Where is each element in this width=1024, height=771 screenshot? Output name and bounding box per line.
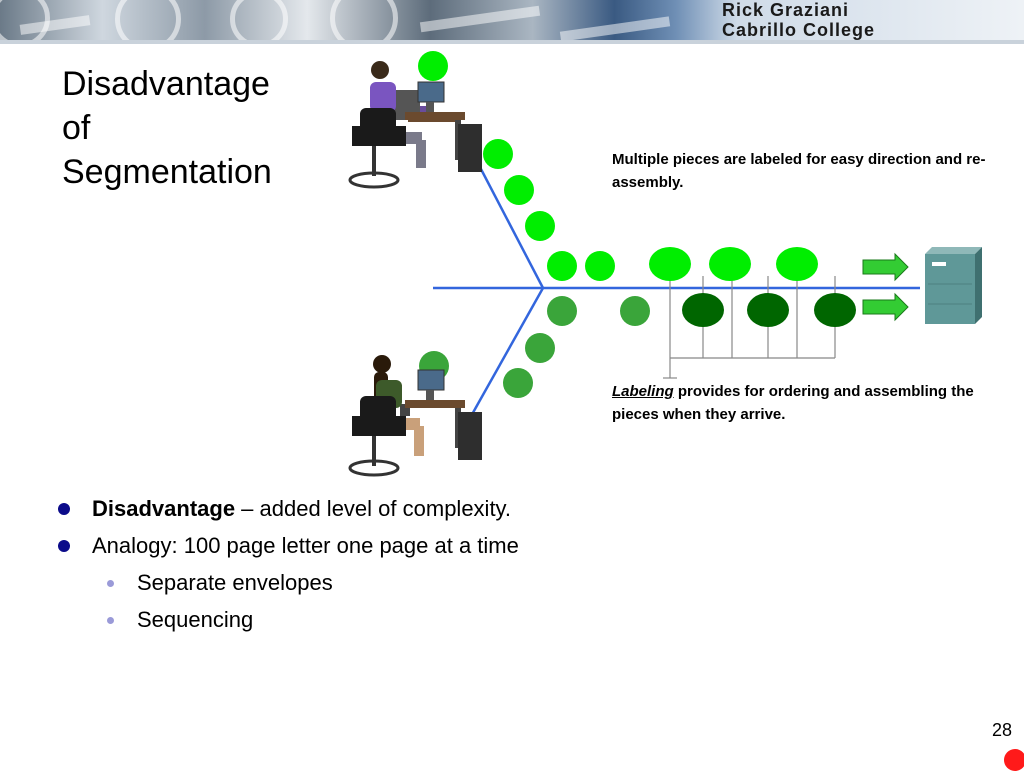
segment-labeled	[776, 247, 818, 281]
segment	[620, 296, 650, 326]
slide-title: Disadvantage of Segmentation	[62, 62, 312, 195]
title-line: Disadvantage	[62, 65, 270, 103]
bullet-text: Sequencing	[137, 607, 254, 632]
bullet-item: Disadvantage – added level of complexity…	[55, 490, 519, 527]
record-dot-icon	[1004, 749, 1024, 771]
title-line: Segmentation	[62, 153, 272, 192]
segment-labeled	[649, 247, 691, 281]
arrow-right-icon	[862, 252, 909, 282]
bullet-text: Separate envelopes	[137, 570, 333, 595]
sub-bullet-item: Separate envelopes	[55, 564, 519, 601]
author-name: Rick Graziani	[722, 0, 850, 20]
header-banner	[0, 0, 1024, 44]
sub-bullet-item: Sequencing	[55, 601, 519, 638]
network-links	[433, 147, 920, 419]
label-bracket	[663, 276, 836, 379]
segment	[525, 211, 555, 241]
cable-decoration	[559, 16, 671, 42]
institution-name: Cabrillo College	[722, 20, 876, 40]
segments-lower	[419, 293, 856, 398]
segment	[503, 368, 533, 398]
segment	[585, 251, 615, 281]
gear-decoration	[330, 0, 398, 44]
caption-emphasis: Labeling	[612, 383, 674, 400]
caption-text: provides for ordering and assembling the…	[612, 383, 974, 423]
bullet-list: Disadvantage – added level of complexity…	[55, 490, 519, 638]
link-top	[468, 147, 545, 289]
workstation-top	[348, 61, 482, 189]
title-line: of	[62, 109, 91, 148]
arrow-right-icon	[862, 292, 909, 322]
segment	[547, 251, 577, 281]
segment-labeled	[747, 293, 789, 327]
cable-decoration	[419, 5, 541, 33]
caption-top: Multiple pieces are labeled for easy dir…	[612, 151, 986, 191]
segmentation-diagram	[348, 51, 982, 477]
bullet-text: Analogy: 100 page letter one page at a t…	[92, 533, 519, 558]
banner-stripe	[0, 40, 1024, 44]
server-icon	[925, 247, 982, 324]
segments-upper	[418, 51, 818, 281]
segment-labeled	[682, 293, 724, 327]
link-bottom	[468, 287, 545, 419]
segment-labeled	[709, 247, 751, 281]
segment	[504, 175, 534, 205]
author-block: Rick Graziani Cabrillo College	[722, 0, 875, 40]
bullet-text: – added level of complexity.	[235, 496, 512, 521]
workstation-bottom	[348, 355, 482, 477]
gear-decoration	[230, 0, 288, 44]
segment	[525, 333, 555, 363]
caption-bottom: Labeling provides for ordering and assem…	[612, 380, 1024, 426]
page-number: 28	[991, 720, 1012, 740]
segment	[483, 139, 513, 169]
bullet-item: Analogy: 100 page letter one page at a t…	[55, 527, 519, 564]
segment-labeled	[814, 293, 856, 327]
gear-decoration	[115, 0, 181, 44]
direction-arrows	[862, 252, 909, 322]
segment	[547, 296, 577, 326]
segment	[418, 51, 448, 81]
bullet-bold: Disadvantage	[92, 496, 236, 521]
